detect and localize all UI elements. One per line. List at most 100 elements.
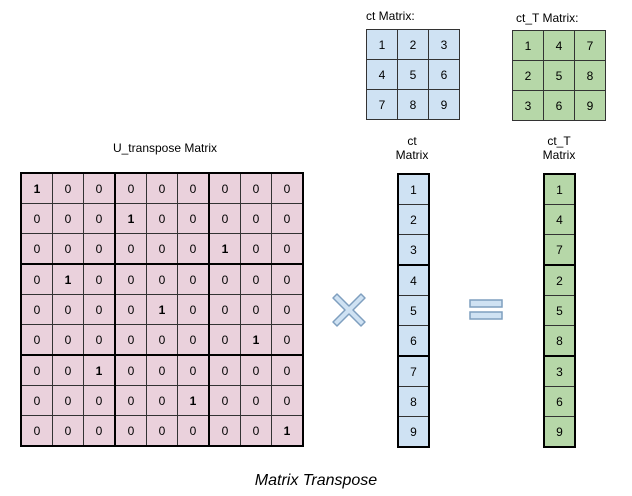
matrix-cell: 0	[52, 203, 84, 234]
matrix-cell: 0	[271, 324, 304, 356]
vector-cell: 4	[397, 264, 430, 296]
matrix-cell: 0	[177, 294, 210, 325]
matrix-cell: 0	[114, 385, 147, 416]
vector-cell: 5	[397, 295, 430, 326]
vector-cell: 7	[397, 355, 430, 387]
matrix-cell: 0	[52, 294, 84, 325]
vector-row: 7	[543, 234, 576, 266]
matrix-cell: 0	[114, 263, 147, 295]
vector-cell: 1	[543, 173, 576, 205]
equals-icon	[469, 299, 503, 320]
matrix-cell: 0	[146, 354, 178, 386]
matrix-cell: 0	[20, 415, 53, 447]
matrix-cell: 0	[20, 203, 53, 234]
matrix-cell: 0	[20, 263, 53, 295]
matrix-cell: 1	[177, 385, 210, 416]
matrix-cell: 0	[208, 294, 241, 325]
ct-matrix-title: ct Matrix:	[366, 9, 415, 23]
vector-cell: 2	[397, 204, 430, 235]
vector-row: 7	[397, 355, 430, 387]
matrix-cell: 0	[146, 324, 178, 356]
vector-row: 6	[543, 386, 576, 417]
vector-cell: 9	[543, 416, 576, 448]
matrix-cell: 0	[83, 385, 116, 416]
ct-t-vector-title-line1: ct_T	[547, 134, 571, 148]
matrix-cell: 0	[52, 324, 84, 356]
matrix-cell: 0	[271, 263, 304, 295]
vector-row: 8	[397, 386, 430, 417]
u-transpose-title: U_transpose Matrix	[112, 141, 218, 155]
matrix-cell: 1	[512, 30, 544, 61]
matrix-cell: 0	[177, 172, 210, 204]
matrix-cell: 0	[240, 354, 272, 386]
matrix-cell: 0	[52, 354, 84, 386]
matrix-cell: 0	[271, 233, 304, 265]
vector-cell: 9	[397, 416, 430, 448]
matrix-cell: 0	[114, 233, 147, 265]
vector-row: 9	[543, 416, 576, 448]
vector-row: 2	[543, 264, 576, 296]
matrix-cell: 0	[271, 172, 304, 204]
matrix-cell: 0	[240, 294, 272, 325]
matrix-cell: 0	[114, 354, 147, 386]
vector-row: 5	[543, 295, 576, 326]
matrix-cell: 0	[52, 385, 84, 416]
matrix-cell: 0	[177, 263, 210, 295]
matrix-cell: 0	[20, 324, 53, 356]
matrix-cell: 7	[574, 30, 606, 61]
matrix-cell: 9	[428, 89, 460, 120]
vector-cell: 8	[397, 386, 430, 417]
matrix-cell: 9	[574, 90, 606, 121]
matrix-cell: 0	[208, 324, 241, 356]
matrix-cell: 0	[208, 415, 241, 447]
matrix-cell: 0	[52, 233, 84, 265]
matrix-cell: 1	[146, 294, 178, 325]
matrix-cell: 0	[114, 294, 147, 325]
matrix-cell: 5	[543, 60, 575, 91]
matrix-cell: 0	[271, 354, 304, 386]
vector-row: 4	[397, 264, 430, 296]
matrix-cell: 0	[177, 415, 210, 447]
vector-cell: 1	[397, 173, 430, 205]
matrix-cell: 2	[512, 60, 544, 91]
vector-row: 5	[397, 295, 430, 326]
matrix-cell: 0	[146, 263, 178, 295]
matrix-cell: 0	[83, 203, 116, 234]
matrix-cell: 0	[240, 233, 272, 265]
multiply-icon	[332, 293, 366, 327]
figure-caption: Matrix Transpose	[254, 472, 378, 489]
matrix-cell: 0	[20, 294, 53, 325]
matrix-cell: 1	[240, 324, 272, 356]
matrix-cell: 0	[83, 172, 116, 204]
matrix-cell: 0	[146, 203, 178, 234]
matrix-cell: 6	[543, 90, 575, 121]
vector-row: 6	[397, 325, 430, 357]
ct-t-vector-title: ct_T Matrix	[536, 134, 582, 162]
matrix-cell: 0	[208, 385, 241, 416]
matrix-cell: 5	[397, 59, 429, 90]
ct-vector-title-line2: Matrix	[395, 148, 429, 162]
vector-row: 9	[397, 416, 430, 448]
ct-t-matrix-title: ct_T Matrix:	[516, 11, 579, 25]
matrix-cell: 0	[83, 263, 116, 295]
matrix-cell: 0	[208, 354, 241, 386]
matrix-cell: 0	[271, 385, 304, 416]
vector-cell: 7	[543, 234, 576, 266]
matrix-cell: 0	[208, 203, 241, 234]
vector-row: 2	[397, 204, 430, 235]
matrix-cell: 0	[271, 203, 304, 234]
matrix-cell: 7	[366, 89, 398, 120]
matrix-cell: 0	[146, 415, 178, 447]
